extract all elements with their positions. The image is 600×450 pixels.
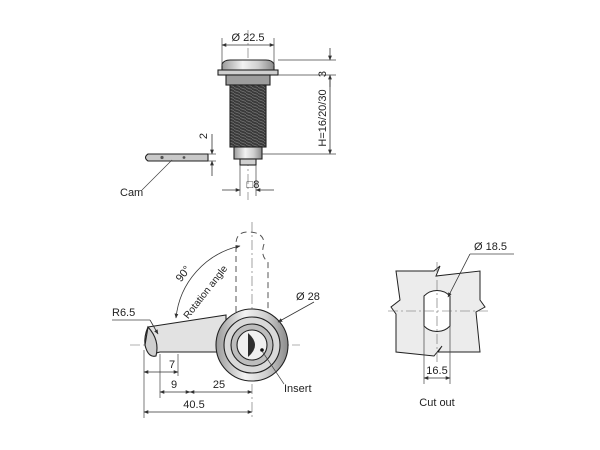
lock-nut	[225, 74, 271, 86]
insert-dot	[260, 348, 264, 352]
square-shaft	[239, 158, 257, 166]
dim-9-label: 9	[171, 379, 177, 391]
side-view: Ø 22.5 3 H=16/20/30 2 □8 Cam	[120, 30, 336, 200]
cutout-title: Cut out	[419, 397, 454, 409]
radius-label: R6.5	[112, 307, 135, 319]
height-label: H=16/20/30	[317, 89, 329, 146]
insert-leader	[261, 350, 285, 385]
cam-hole	[182, 156, 186, 159]
cutout-diameter-leader	[447, 253, 471, 298]
rotation-arc	[174, 245, 241, 319]
cam-thickness-label: 2	[198, 133, 210, 139]
square-label: □8	[247, 179, 260, 191]
flange-label: 3	[317, 71, 329, 77]
lock-flange-base	[217, 69, 279, 76]
threaded-body	[229, 84, 267, 148]
lock-lower-body	[233, 146, 263, 160]
radius-leader	[149, 319, 159, 335]
cam-leader-line	[141, 159, 173, 191]
cutout-view: Ø 18.5 16.5 Cut out	[388, 241, 514, 409]
diameter-label: Ø 22.5	[231, 32, 264, 44]
cam-rotated-outline	[235, 231, 269, 312]
insert-label: Insert	[284, 383, 312, 395]
cam-label: Cam	[120, 187, 143, 199]
cutout-diameter-label: Ø 18.5	[474, 241, 507, 253]
cam-rivet	[160, 155, 164, 160]
dim-7-label: 7	[169, 359, 175, 371]
face-diameter-label: Ø 28	[296, 291, 320, 303]
lock-flange	[221, 59, 275, 71]
dim-25-label: 25	[213, 379, 225, 391]
face-diameter-leader	[277, 301, 315, 323]
cutout-width-label: 16.5	[426, 365, 447, 377]
key-slot-icon	[248, 333, 255, 357]
rotation-label: 90°	[174, 264, 194, 285]
cam-tip	[144, 325, 158, 357]
front-view: 90° Rotation angle R6.5 Ø 28 7 9 25 40.5	[112, 222, 320, 420]
dim-40-5-label: 40.5	[183, 399, 204, 411]
cam-plate-side	[144, 153, 209, 162]
